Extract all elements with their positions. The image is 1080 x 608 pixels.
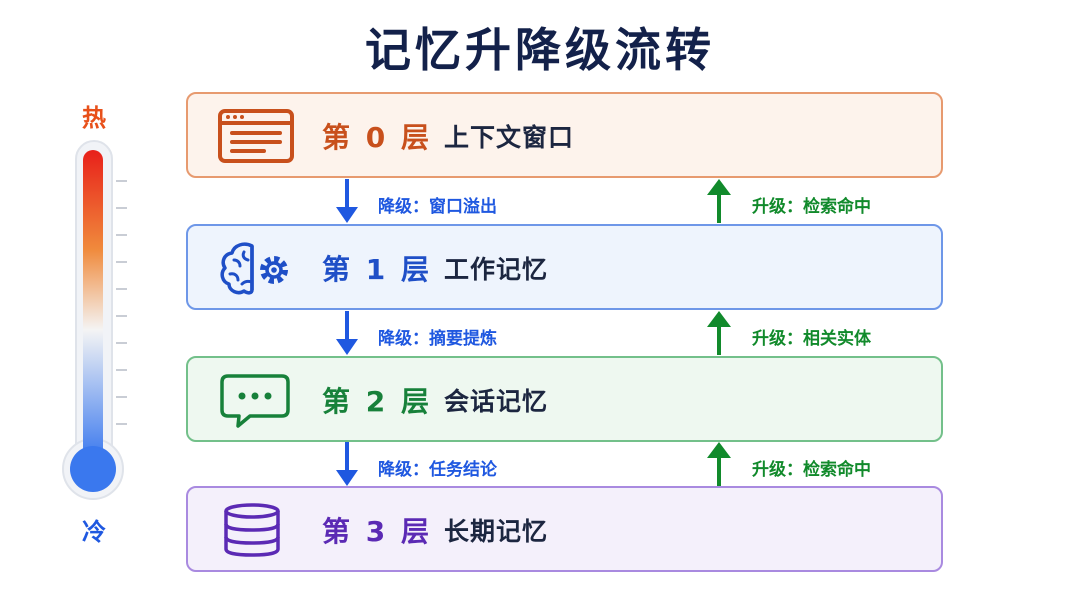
thermometer-tick: [116, 288, 127, 290]
brain-gear-icon: [220, 242, 288, 295]
thermometer-tick: [116, 261, 127, 263]
promote-arrow: [707, 179, 731, 223]
demote-arrow: [336, 179, 358, 223]
demote-arrow: [336, 442, 358, 486]
layer-1-box: 第 1 层 工作记忆: [186, 224, 943, 310]
promote-arrow: [707, 442, 731, 486]
chat-bubble-icon: [220, 374, 290, 428]
thermometer-tick: [116, 207, 127, 209]
thermometer-tick: [116, 396, 127, 398]
layer-level: 第 0 层: [322, 121, 432, 154]
thermometer-bulb: [70, 446, 116, 492]
layer-name: 工作记忆: [444, 255, 549, 284]
promote-label: 升级：相关实体: [752, 329, 871, 349]
layer-name: 上下文窗口: [444, 123, 575, 152]
layer-0-box: 第 0 层 上下文窗口: [186, 92, 943, 178]
demote-label: 降级：摘要提炼: [378, 329, 497, 349]
promote-label: 升级：检索命中: [752, 460, 871, 480]
hot-label: 热: [82, 104, 106, 132]
thermometer-tick: [116, 369, 127, 371]
layer-name: 会话记忆: [444, 387, 549, 416]
layer-level: 第 3 层: [322, 515, 432, 548]
promote-label: 升级：检索命中: [752, 197, 871, 217]
thermometer-tick: [116, 342, 127, 344]
layer-level: 第 1 层: [322, 253, 432, 286]
thermometer-tick: [116, 180, 127, 182]
layer-level: 第 2 层: [322, 385, 432, 418]
layer-3-box: 第 3 层 长期记忆: [186, 486, 943, 572]
thermometer-tick: [116, 423, 127, 425]
cold-label: 冷: [82, 518, 106, 546]
thermometer-tick: [116, 315, 127, 317]
thermometer-tick: [116, 234, 127, 236]
thermometer-fill: [83, 150, 103, 460]
layer-name: 长期记忆: [444, 517, 549, 546]
demote-label: 降级：任务结论: [378, 460, 497, 480]
browser-window-icon: [218, 109, 294, 163]
demote-arrow: [336, 311, 358, 355]
promote-arrow: [707, 311, 731, 355]
database-icon: [224, 503, 280, 557]
demote-label: 降级：窗口溢出: [378, 197, 497, 217]
layer-2-box: 第 2 层 会话记忆: [186, 356, 943, 442]
diagram-title: 记忆升降级流转: [365, 23, 715, 77]
